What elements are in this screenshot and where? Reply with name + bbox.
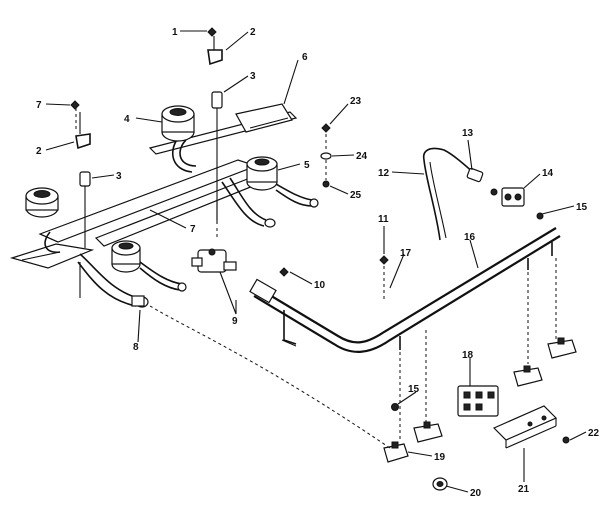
callout-23: 23 — [350, 96, 362, 107]
electrode-left — [79, 171, 91, 298]
screw-11 — [379, 255, 389, 265]
callout-11: 11 — [378, 214, 389, 225]
ignition-switch — [490, 187, 544, 220]
burner-valve-3 — [413, 421, 443, 443]
burner-valve-4 — [383, 441, 409, 463]
callout-5: 5 — [304, 160, 310, 171]
screw-7 — [70, 100, 80, 110]
callout-25: 25 — [350, 190, 362, 201]
callout-15-bottom: 15 — [408, 384, 420, 395]
clip-2-left — [75, 112, 91, 150]
callout-17: 17 — [400, 248, 412, 259]
nut-25 — [322, 180, 330, 188]
washer-24 — [320, 152, 332, 160]
callout-12: 12 — [378, 168, 390, 179]
screw-10 — [279, 267, 289, 277]
callout-24: 24 — [356, 151, 368, 162]
screw-23 — [321, 123, 331, 133]
callout-1: 1 — [172, 27, 178, 38]
callout-19: 19 — [434, 452, 446, 463]
callout-20: 20 — [470, 488, 482, 499]
callout-18: 18 — [462, 350, 474, 361]
callout-22: 22 — [588, 428, 600, 439]
burner-right-rear — [161, 105, 197, 173]
callout-8: 8 — [133, 342, 139, 353]
callout-9: 9 — [232, 316, 238, 327]
manifold-pipe — [249, 227, 561, 353]
orifice-15 — [391, 403, 399, 411]
burner-tube-left — [77, 253, 149, 308]
burner-valve-2 — [513, 365, 543, 387]
callout-13: 13 — [462, 128, 474, 139]
burner-left-rear — [25, 187, 61, 254]
callout-10: 10 — [314, 280, 326, 291]
callout-2-left: 2 — [36, 146, 42, 157]
screw-22 — [562, 436, 570, 444]
burner-right-front — [221, 156, 319, 228]
callout-6: 6 — [302, 52, 308, 63]
dashed-connectors — [75, 108, 557, 449]
callout-16: 16 — [464, 232, 476, 243]
callout-2-top: 2 — [250, 27, 256, 38]
leader-lines — [45, 30, 587, 493]
callout-4: 4 — [124, 114, 130, 125]
callout-7-left: 7 — [36, 100, 42, 111]
callout-3-top: 3 — [250, 71, 256, 82]
burner-valve-1 — [547, 337, 577, 359]
callout-14: 14 — [542, 168, 554, 179]
electrode-right — [211, 91, 223, 224]
callout-3-left: 3 — [116, 171, 122, 182]
screw-1 — [207, 27, 217, 37]
callout-labels: 1 2 3 4 5 6 7 8 3 7 2 9 10 11 12 13 14 1… — [36, 27, 600, 499]
switch-block — [457, 385, 499, 417]
callout-21: 21 — [518, 484, 530, 495]
pilot-tube — [422, 147, 484, 241]
callout-15-top: 15 — [576, 202, 588, 213]
mounting-bracket — [492, 405, 558, 449]
clip-2-top — [207, 36, 223, 66]
burner-left-front — [111, 240, 187, 292]
callout-7-main: 7 — [190, 224, 196, 235]
gas-valve — [191, 248, 237, 315]
orifice-hood-20 — [432, 477, 448, 491]
